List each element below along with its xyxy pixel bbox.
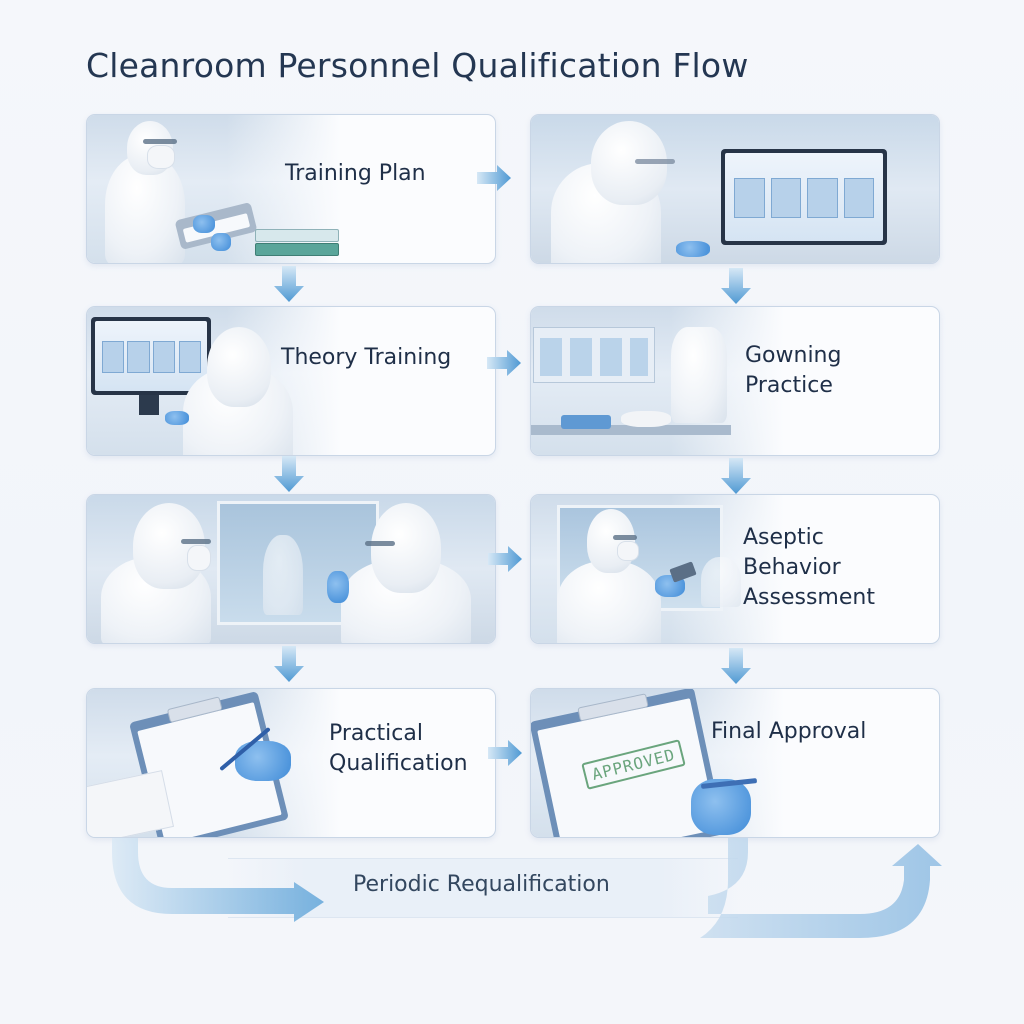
monitor-procedure-illustration: [531, 115, 939, 263]
step-label: Final Approval: [711, 719, 867, 744]
arrow-down-icon: [274, 266, 304, 302]
checklist-illustration: [87, 689, 340, 837]
step-card-gowning-procedure-review: [530, 114, 940, 264]
arrow-down-icon: [721, 268, 751, 304]
arrow-right-icon: [488, 546, 522, 572]
theory-training-illustration: [87, 307, 340, 455]
step-card-supervised-practice: [86, 494, 496, 644]
arrow-down-icon: [721, 648, 751, 684]
step-card-theory-training: Theory Training: [86, 306, 496, 456]
arrow-down-icon: [274, 646, 304, 682]
periodic-requalification-label: Periodic Requalification: [353, 872, 610, 897]
step-label-line: Assessment: [743, 585, 875, 610]
supervised-practice-illustration: [87, 495, 495, 643]
step-label: Theory Training: [281, 345, 452, 370]
training-plan-illustration: [87, 115, 340, 263]
step-label: Training Plan: [285, 161, 426, 186]
step-label-line: Gowning: [745, 343, 842, 368]
arrow-down-icon: [721, 458, 751, 494]
step-card-gowning-practice: Gowning Practice: [530, 306, 940, 456]
step-card-final-approval: APPROVED Final Approval: [530, 688, 940, 838]
step-card-aseptic-behavior-assessment: Aseptic Behavior Assessment: [530, 494, 940, 644]
step-card-training-plan: Training Plan: [86, 114, 496, 264]
approval-form-illustration: APPROVED: [531, 689, 784, 837]
step-card-practical-qualification: Practical Qualification: [86, 688, 496, 838]
step-label-line: Practical: [329, 721, 423, 746]
arrow-right-icon: [488, 740, 522, 766]
arrow-down-icon: [274, 456, 304, 492]
arrow-right-icon: [487, 350, 521, 376]
step-label-line: Practice: [745, 373, 833, 398]
step-label: Gowning Practice: [745, 341, 841, 401]
page-title: Cleanroom Personnel Qualification Flow: [86, 46, 749, 85]
step-label: Aseptic Behavior Assessment: [743, 523, 875, 613]
gowning-practice-illustration: [531, 307, 784, 455]
aseptic-assessment-illustration: [531, 495, 784, 643]
step-label: Practical Qualification: [329, 719, 468, 779]
step-label-line: Aseptic: [743, 525, 824, 550]
arrow-right-icon: [477, 165, 511, 191]
step-label-line: Behavior: [743, 555, 841, 580]
step-label-line: Qualification: [329, 751, 468, 776]
